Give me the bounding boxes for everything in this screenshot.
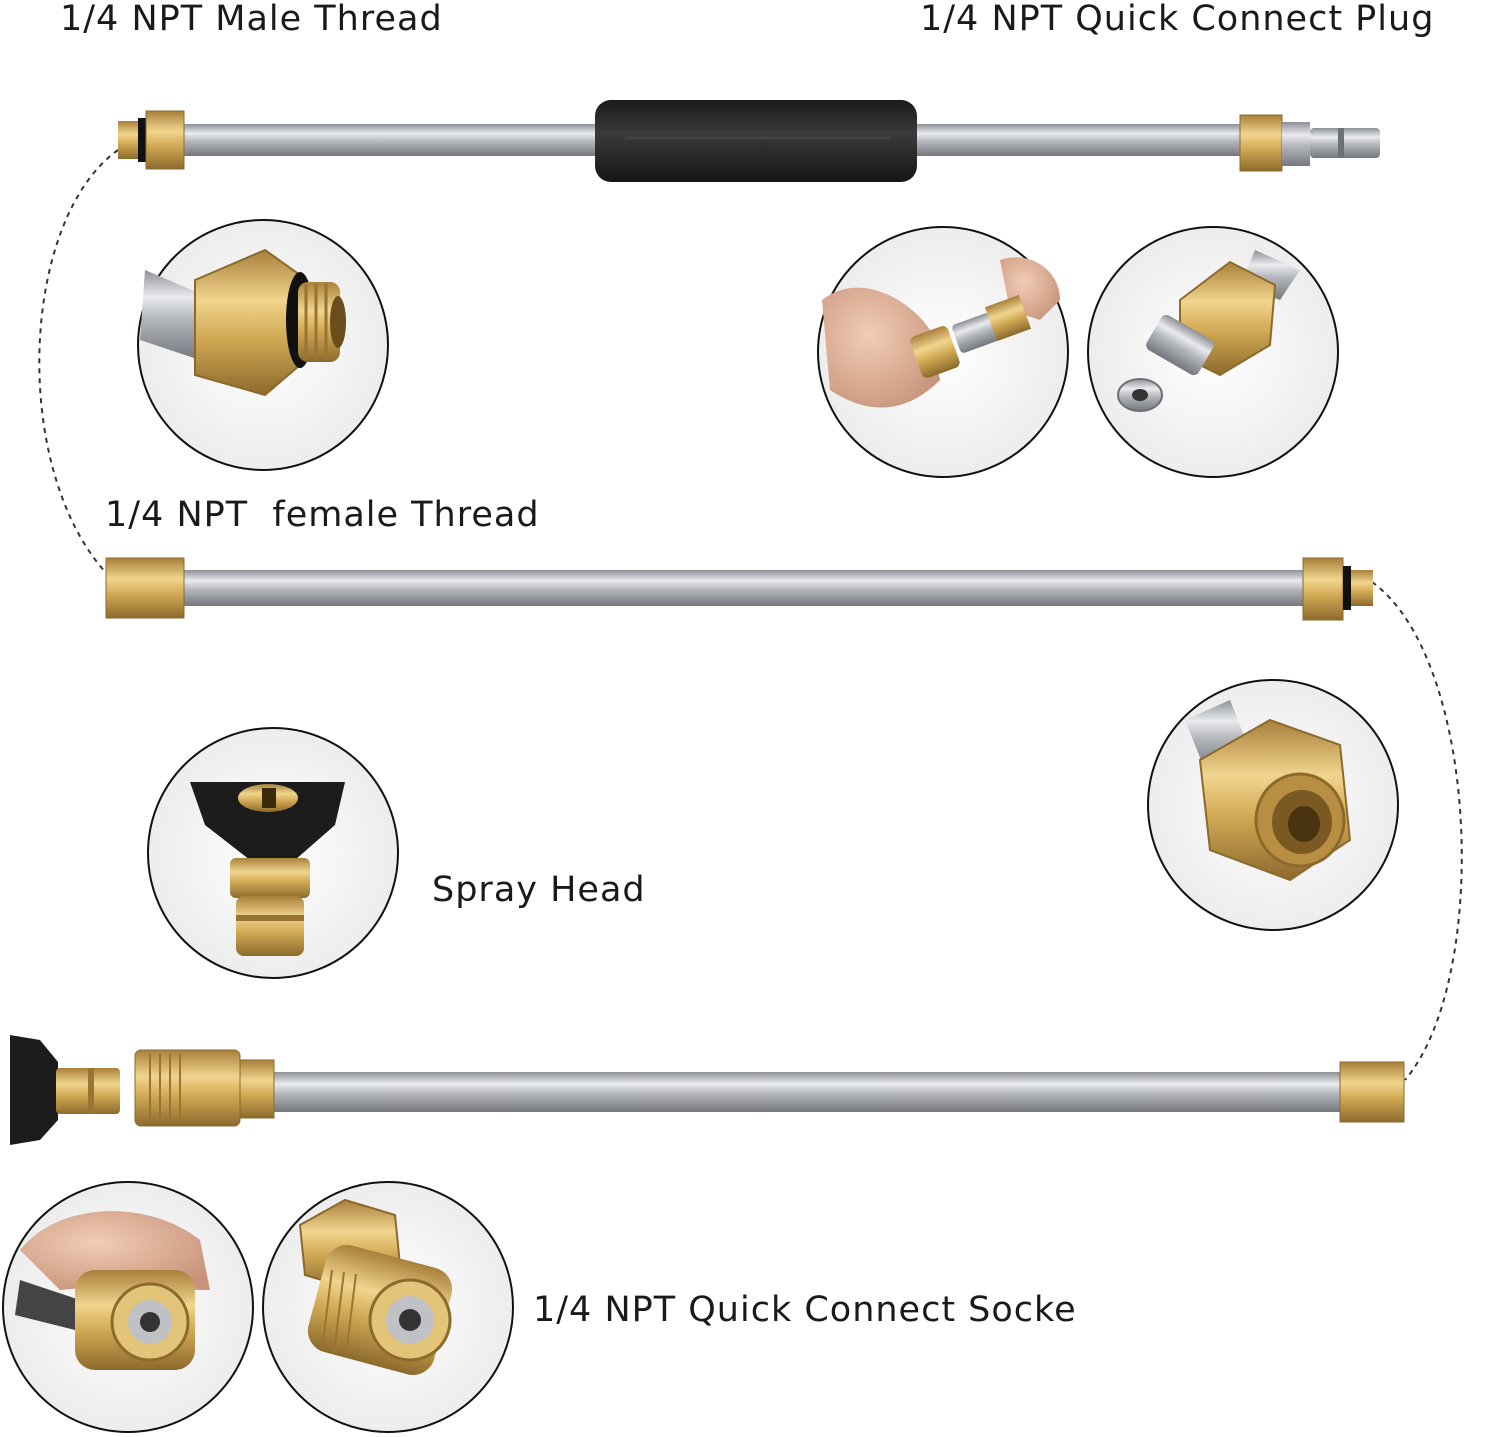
- label-female-thread: 1/4 NPT female Thread: [105, 495, 540, 535]
- wand-middle-right-nut: [1302, 557, 1344, 621]
- wand-middle: [105, 557, 1373, 621]
- wand-top-grip: [595, 100, 917, 182]
- label-male-thread: 1/4 NPT Male Thread: [60, 0, 443, 39]
- label-quick-connect-socket: 1/4 NPT Quick Connect Socke: [533, 1290, 1077, 1330]
- closeup-female-thread: [1147, 679, 1399, 931]
- connector-line-right: [1371, 581, 1463, 1081]
- label-spray-head: Spray Head: [432, 870, 646, 910]
- closeup-spray-head: [147, 727, 399, 979]
- closeup-plug-insert: [817, 226, 1069, 478]
- spray-nozzle-cap: [10, 1035, 58, 1145]
- wand-bottom-right-nut: [1339, 1061, 1405, 1123]
- closeup-quick-plug: [1087, 226, 1339, 478]
- closeup-socket-in-hand: [2, 1181, 254, 1433]
- wand-top-male-thread: [118, 121, 140, 159]
- closeup-socket: [262, 1181, 514, 1433]
- wand-middle-male-thread: [1351, 570, 1373, 606]
- wand-top-plug-hex: [1282, 122, 1310, 166]
- wand-bottom-socket-knurl: [149, 1054, 181, 1122]
- wand-bottom: [10, 1035, 1405, 1145]
- wand-top-right-nut: [1239, 114, 1283, 172]
- wand-top: [118, 100, 1380, 182]
- wand-top-left-nut: [145, 110, 185, 170]
- spray-nozzle-groove: [88, 1068, 94, 1114]
- closeup-male-thread: [137, 219, 389, 471]
- label-quick-connect-plug: 1/4 NPT Quick Connect Plug: [920, 0, 1435, 39]
- wand-bottom-socket-hex: [239, 1059, 275, 1119]
- connector-line-top-left: [38, 149, 119, 576]
- wand-top-plug-groove: [1338, 128, 1344, 158]
- wand-middle-female-nut: [105, 557, 185, 619]
- wand-top-plug-body: [1310, 128, 1380, 158]
- wand-top-oring: [138, 118, 148, 162]
- wand-bottom-tube: [270, 1072, 1345, 1112]
- wand-middle-tube: [180, 570, 1310, 606]
- wand-middle-oring: [1343, 566, 1351, 610]
